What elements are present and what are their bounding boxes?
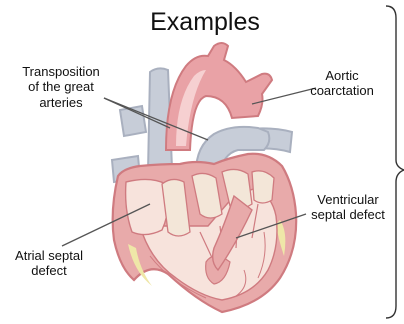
bracket-top: [386, 6, 404, 170]
label-aortic-coarctation: Aortic coarctation: [300, 68, 384, 99]
label-transposition-great-arteries: Transposition of the great arteries: [0, 64, 122, 110]
label-ventricular-septal-defect: Ventricular septal defect: [296, 192, 400, 223]
diagram-title: Examples: [110, 10, 300, 35]
label-atrial-septal-defect: Atrial septal defect: [6, 248, 92, 279]
valve-leaflet: [252, 171, 274, 203]
